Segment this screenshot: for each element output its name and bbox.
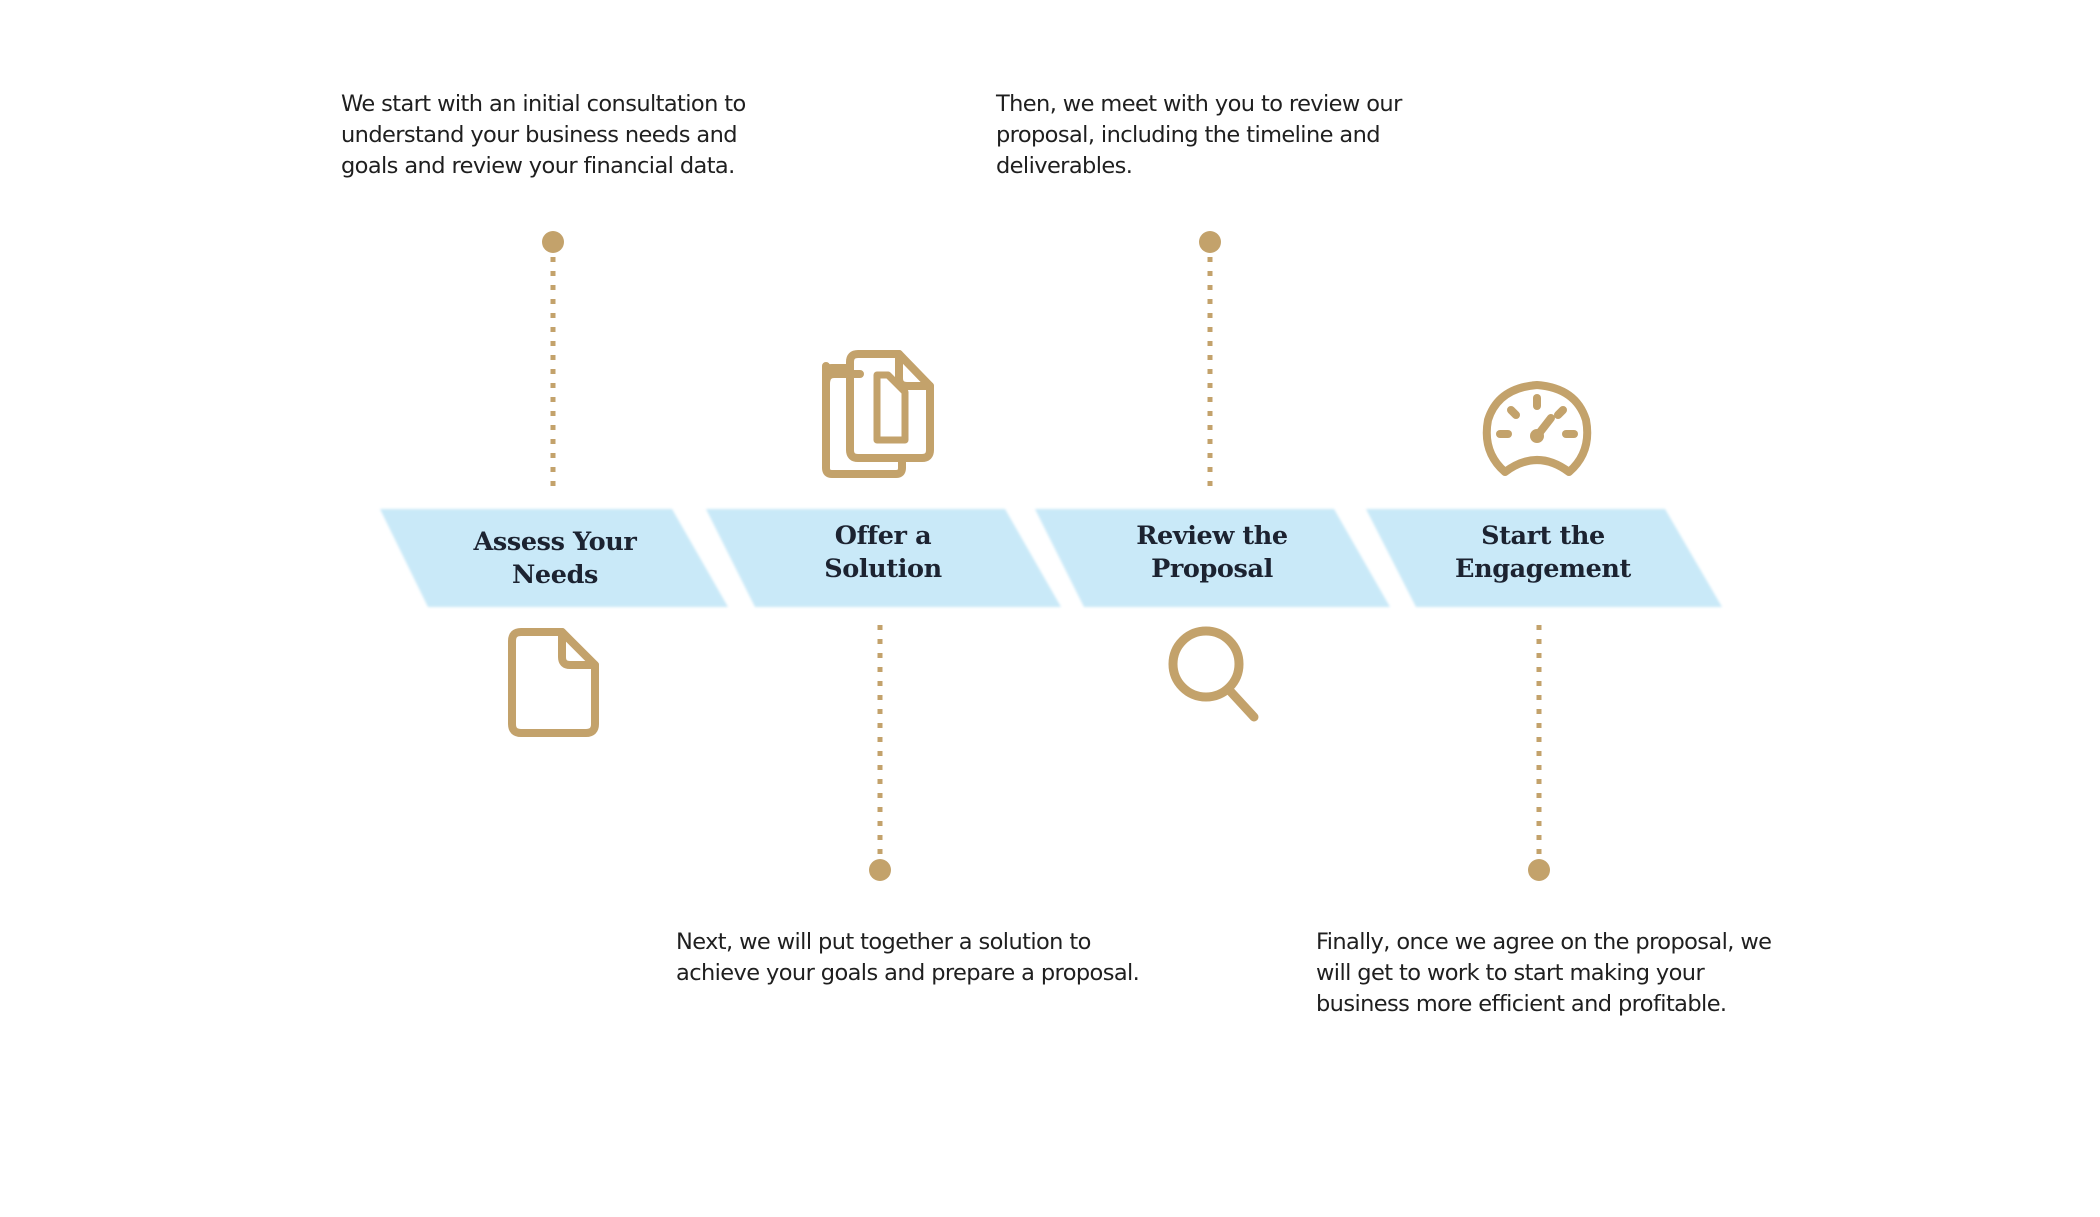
magnifier-icon: [1168, 626, 1259, 722]
step-2-title: Offer a Solution: [733, 520, 1033, 586]
connector-dot-3: [1199, 231, 1221, 253]
connector-dot-4: [1528, 859, 1550, 881]
step-3-title-line-1: Review the: [1136, 521, 1288, 551]
step-4-description: Finally, once we agree on the proposal, …: [1316, 929, 1772, 1017]
step-1-title-line-2: Needs: [512, 560, 598, 590]
step-4-title-line-2: Engagement: [1455, 554, 1631, 584]
step-3-title-line-2: Proposal: [1151, 554, 1273, 584]
step-3-title: Review the Proposal: [1062, 520, 1362, 586]
step-2-title-line-2: Solution: [824, 554, 942, 584]
connector-dot-1: [542, 231, 564, 253]
step-2-description: Next, we will put together a solution to…: [676, 929, 1140, 986]
step-3-description: Then, we meet with you to review our pro…: [996, 91, 1402, 179]
step-4-title-line-1: Start the: [1481, 521, 1605, 551]
step-band-4: [1366, 509, 1722, 607]
step-4-title: Start the Engagement: [1393, 520, 1693, 586]
step-1-title-line-1: Assess Your: [473, 527, 637, 557]
step-1-title: Assess Your Needs: [405, 526, 705, 592]
step-1-description: We start with an initial consultation to…: [341, 91, 746, 179]
speedometer-icon: [1482, 381, 1592, 476]
step-band-3: [1035, 509, 1390, 607]
step-2-title-line-1: Offer a: [834, 521, 932, 551]
document-icon: [508, 628, 599, 737]
step-band-1: [380, 509, 728, 607]
step-band-2: [706, 509, 1061, 607]
connector-dot-2: [869, 859, 891, 881]
copy-documents-icon: [822, 350, 934, 478]
